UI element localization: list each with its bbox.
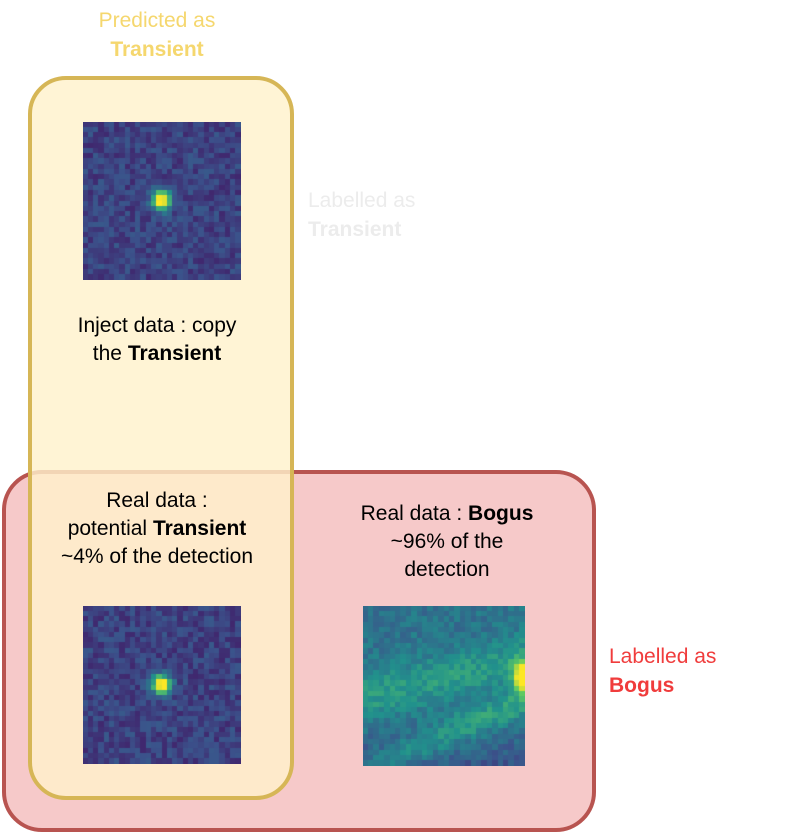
real-transient-caption: Real data : potential Transient ~4% of t… (60, 489, 254, 568)
labelled-as-transient-label: Labelled as Transient (308, 189, 416, 241)
real-bogus-cutout (363, 606, 525, 766)
predicted-as-transient-label: Predicted as Transient (98, 9, 216, 61)
inject-data-caption: Inject data : copy the Transient (77, 314, 237, 365)
labelled-as-bogus-label: Labelled as Bogus (609, 645, 717, 697)
inject-transient-cutout (83, 122, 241, 280)
real-bogus-caption: Real data : Bogus ~96% of the detection (360, 502, 534, 581)
real-transient-cutout (83, 606, 241, 764)
